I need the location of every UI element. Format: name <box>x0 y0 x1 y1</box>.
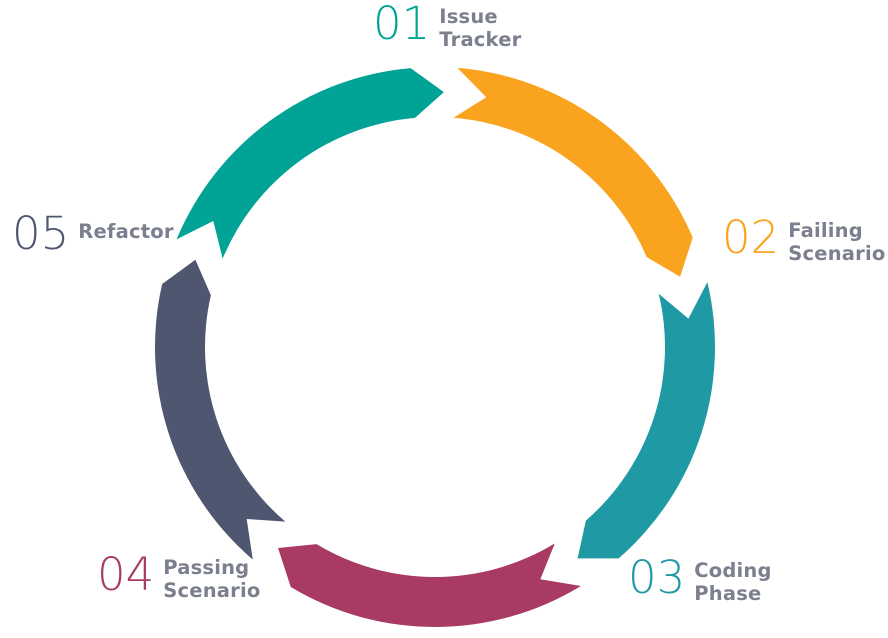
step-number-02: 02 <box>722 211 780 264</box>
ring-segment-05 <box>155 259 286 560</box>
step-label-01: 01 Issue Tracker <box>373 0 521 51</box>
step-text-01-line2: Tracker <box>439 28 522 51</box>
step-number-04: 04 <box>97 548 155 601</box>
step-label-04: 04 Passing Scenario <box>97 548 260 602</box>
step-text-03-line2: Phase <box>694 582 762 605</box>
step-text-04-line2: Scenario <box>163 579 261 602</box>
step-text-05-line1: Refactor <box>78 220 174 243</box>
step-text-02: Failing Scenario <box>788 216 885 265</box>
step-text-02-line1: Failing <box>788 219 863 242</box>
ring-segment-03 <box>577 282 716 559</box>
step-text-01: Issue Tracker <box>439 2 521 51</box>
step-text-04-line1: Passing <box>163 556 250 579</box>
step-text-04: Passing Scenario <box>163 553 260 602</box>
step-label-02: 02 Failing Scenario <box>722 211 885 265</box>
ring-segment-04 <box>278 543 581 627</box>
ring-segment-01 <box>176 68 444 259</box>
step-text-05: Refactor <box>78 212 173 243</box>
ring-segment-02 <box>453 67 693 277</box>
step-text-02-line2: Scenario <box>788 242 886 265</box>
step-label-05: 05 Refactor <box>12 207 174 260</box>
ring-segments <box>155 67 716 627</box>
step-number-05: 05 <box>12 207 70 260</box>
step-text-01-line1: Issue <box>439 5 498 28</box>
step-number-01: 01 <box>373 0 431 50</box>
step-number-03: 03 <box>628 551 686 604</box>
step-label-03: 03 Coding Phase <box>628 551 772 605</box>
step-text-03: Coding Phase <box>694 556 771 605</box>
step-text-03-line1: Coding <box>694 559 772 582</box>
